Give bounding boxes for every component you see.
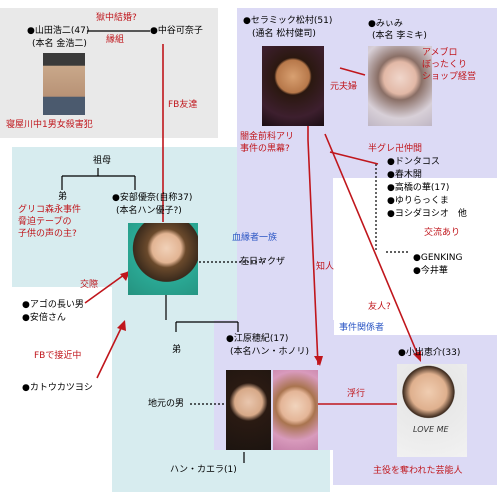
ehara-name: ●江原穂紀(17) [226,334,289,344]
miimi-photo [368,46,432,126]
matsumura-name: ●セラミック松村(51) [243,16,333,26]
affair-label: 浮行 [347,389,366,399]
yamada-panel [0,8,218,138]
little-brother-label: 弟 [172,345,182,355]
abe-photo [128,223,198,295]
friend-question-label: 友人? [368,302,391,312]
grandmother-label: 祖母 [93,156,112,166]
blood-relatives-label: 血縁者一族 [232,233,278,243]
han-kaera-name: ハン・カエラ(1) [170,465,237,475]
miimi-name: ●みぃみ [368,19,403,29]
matsumura-desc-2: 事件の黒幕? [240,144,290,154]
dating-label: 交際 [80,280,99,290]
miimi-desc-2: ぼったくり [422,60,468,70]
fb-friend-label: FB友達 [168,100,198,110]
ehara-real-name: (本名ハン・ホノリ) [230,347,310,357]
glico-desc-2: 脅迫テープの [18,217,72,227]
matsumura-panel-left [237,178,333,338]
prison-marriage-label: 獄中結婚? [96,13,137,23]
matsumura-desc-1: 闇金前科アリ [240,132,295,142]
koide-photo: LOVE ME [397,364,467,457]
abe-san-name: ●安倍さん [22,313,66,323]
nakatani-name: ●中谷可奈子 [150,26,203,36]
imai-name: ●今井華 [413,266,448,276]
yamada-real-name: (本名 金浩二) [32,39,87,49]
koide-shirt-text: LOVE ME [413,425,449,434]
member-list-item: ●高橋の華(17) [387,183,450,193]
ex-couple-label: 元夫婦 [330,82,358,92]
koide-name: ●小出恵介(33) [398,348,461,358]
ago-name: ●アゴの長い男 [22,300,84,310]
abe-name: ●安部優奈(自称37) [112,193,193,203]
zainichi-yakuza-label: 在日ヤクザ [240,257,286,267]
ehara-photo-1 [226,370,271,450]
genking-name: ●GENKING [413,253,463,263]
member-list-item: ●ヨシダヨシオ 他 [387,209,467,219]
hangure-label: 半グレ卍仲間 [368,144,423,154]
incident-related-label: 事件関係者 [339,323,385,333]
yamada-description: 寝屋川中1男女殺害犯 [6,120,93,130]
glico-desc-1: グリコ森永事件 [18,205,82,215]
miimi-desc-3: ショップ経営 [422,72,477,82]
miimi-desc-1: アメブロ [422,48,458,58]
matsumura-real-name: (通名 松村健司) [252,29,316,39]
brother-label: 弟 [58,192,68,202]
yamada-name: ●山田浩二(47) [27,26,90,36]
acquaintance-label: 知人 [316,262,335,272]
ehara-photo-2 [273,370,318,450]
abe-real-name: (本名ハン優子?) [116,206,182,216]
exchange-label: 交流あり [424,228,461,238]
koide-description: 主役を奪われた芸能人 [373,466,463,476]
glico-desc-3: 子供の声の主? [18,229,77,239]
member-list-item: ●春木開 [387,170,422,180]
fb-approach-label: FBで接近中 [34,351,82,361]
matsumura-photo [262,46,324,126]
miimi-real-name: (本名 李ミキ) [372,31,427,41]
yamada-photo [43,53,85,115]
katou-name: ●カトウカツヨシ [22,383,93,393]
adoption-label: 縁組 [106,35,125,45]
member-list-item: ●ドンタコス [387,157,440,167]
local-man-label: 地元の男 [148,399,185,409]
member-list-item: ●ゆりらっくま [387,196,449,206]
